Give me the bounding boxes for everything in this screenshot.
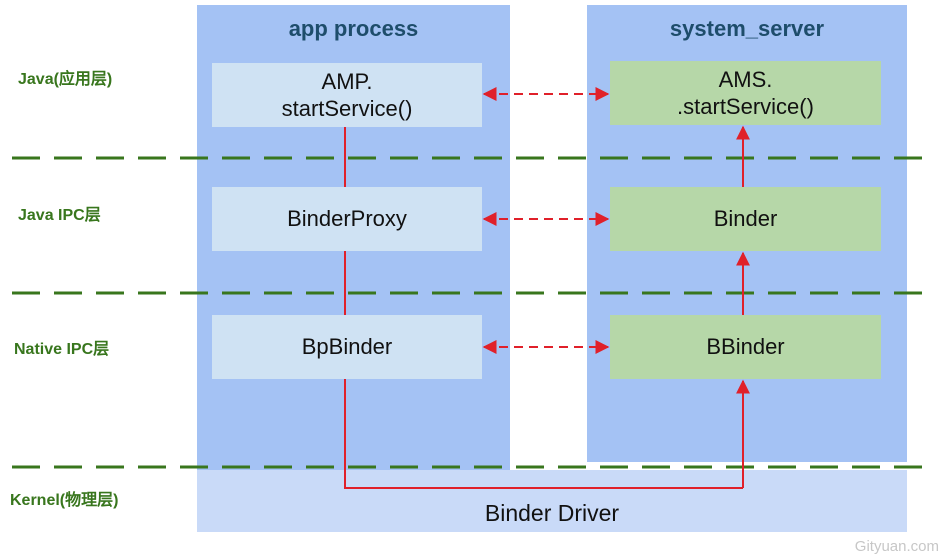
ams-box-line1: AMS. [718, 66, 773, 92]
bbinder-label: BBinder [706, 334, 785, 360]
watermark: Gityuan.com [854, 538, 939, 555]
layer-label-native-ipc: Native IPC层 [14, 341, 110, 358]
binder-driver-band: Binder Driver [197, 470, 907, 532]
amp-box-line2: startService() [281, 96, 413, 121]
layer-label-java-ipc: Java IPC层 [18, 207, 101, 224]
app-process-title: app process [288, 16, 419, 41]
bp-binder-box: BpBinder [212, 315, 482, 379]
binder-driver-label: Binder Driver [484, 500, 620, 526]
bbinder-box: BBinder [610, 315, 881, 379]
amp-box-line1: AMP. [321, 68, 373, 94]
amp-start-service-box: AMP. startService() [212, 63, 482, 127]
ams-box-line2: .startService() [677, 94, 814, 119]
layer-label-java: Java(应用层) [18, 71, 113, 88]
binder-proxy-box: BinderProxy [212, 187, 482, 251]
binder-label: Binder [713, 206, 778, 232]
binder-box: Binder [610, 187, 881, 251]
binder-proxy-label: BinderProxy [287, 206, 407, 232]
bp-binder-label: BpBinder [301, 334, 393, 360]
layer-label-kernel: Kernel(物理层) [10, 492, 119, 509]
ams-start-service-box: AMS. .startService() [610, 61, 881, 125]
system-server-title: system_server [669, 16, 825, 41]
